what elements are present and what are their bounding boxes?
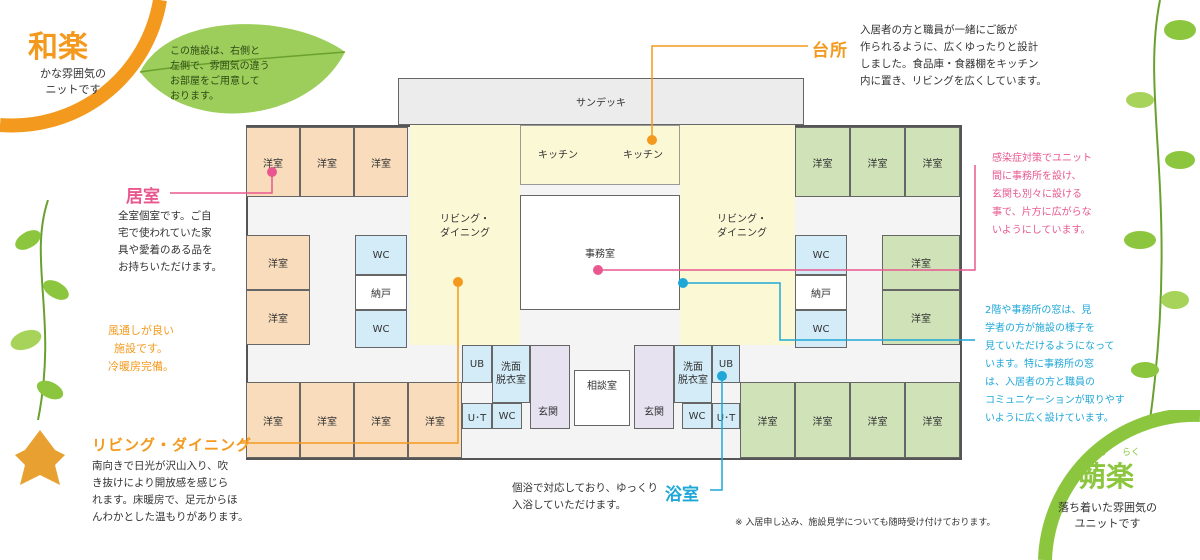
corridor-right <box>634 345 674 429</box>
living-left-bg <box>410 125 520 345</box>
storage: 納戸 <box>355 275 407 310</box>
sundeck: サンデッキ <box>398 78 804 125</box>
western-room: 洋室 <box>905 127 960 197</box>
western-room: 洋室 <box>246 127 300 197</box>
western-room: 洋室 <box>300 382 354 458</box>
washroom: 洗面 脱衣室 <box>492 345 530 403</box>
western-room: 洋室 <box>246 290 310 345</box>
western-room: 洋室 <box>795 127 850 197</box>
wc: WC <box>355 310 407 348</box>
entrance-right: 玄関 <box>644 406 664 418</box>
corridor-left <box>530 345 570 429</box>
reiraku-title: 蒴楽 <box>1078 460 1135 493</box>
bath-callout-text: 個浴で対応しており、ゆっくり 入浴していただけます。 <box>512 482 658 511</box>
western-room: 洋室 <box>905 382 960 458</box>
ub: UB <box>462 345 492 383</box>
western-room: 洋室 <box>850 382 905 458</box>
western-room: 洋室 <box>354 382 408 458</box>
western-room: 洋室 <box>795 382 850 458</box>
kitchen-callout-title: 台所 <box>812 41 848 61</box>
western-room: 洋室 <box>882 235 960 290</box>
reiraku-arc <box>1038 410 1200 560</box>
ut: U･T <box>462 403 492 429</box>
office: 事務室 <box>520 195 680 310</box>
living-left-label: リビング・ ダイニング <box>440 214 490 239</box>
consult-room: 相談室 <box>574 370 630 426</box>
autumn-leaf-icon <box>15 430 65 485</box>
wc: WC <box>795 310 847 348</box>
storage: 納戸 <box>795 275 847 310</box>
kitchen-right: キッチン <box>623 149 663 161</box>
wc: WC <box>795 235 847 275</box>
western-room: 洋室 <box>300 127 354 197</box>
western-room: 洋室 <box>246 382 300 458</box>
office-label: 事務室 <box>585 249 615 260</box>
living-right-label: リビング・ ダイニング <box>717 214 767 239</box>
footnote: ※ 入居申し込み、施設見学についても随時受け付けております。 <box>735 518 996 528</box>
washroom: 洗面 脱衣室 <box>674 345 712 403</box>
kitchen-callout-text: 入居者の方と職員が一緒にご飯が 作られるように、広くゆったりと設計 しました。食… <box>860 24 1047 87</box>
leaf-note-icon <box>139 24 346 114</box>
reiraku-ruby-2: らく <box>1122 448 1141 458</box>
ventilation-note: 風通しが良い 施設です。 冷暖房完備。 <box>108 324 174 373</box>
living-callout-text: 南向きで日光が沢山入り、吹 き抜けにより開放感を感じら れます。床暖房で、足元か… <box>92 460 249 523</box>
western-room: 洋室 <box>850 127 905 197</box>
ut: U･T <box>712 403 740 429</box>
reiraku-ruby-1: まん <box>1088 448 1107 458</box>
entrance-left: 玄関 <box>538 406 558 418</box>
vine-left-icon <box>10 200 69 420</box>
western-room: 洋室 <box>740 382 795 458</box>
western-room: 洋室 <box>246 235 310 290</box>
reiraku-subtitle: 落ち着いた雰囲気の ユニットです <box>1058 501 1157 530</box>
living-right-bg <box>680 125 795 345</box>
living-callout-title: リビング・ダイニング <box>92 436 253 454</box>
waraku-arc <box>0 0 167 133</box>
infection-callout-text: 感染症対策でユニット 間に事務所を設け、 玄関も別々に設ける 事で、片方に広がら… <box>992 153 1092 236</box>
leaf-note: この施設は、右側と 左側で、雰囲気の違う お部屋をご用意して おります。 <box>170 46 270 102</box>
kitchen-zone <box>520 125 680 185</box>
western-room: 洋室 <box>354 127 408 197</box>
bath-callout-title: 浴室 <box>665 485 699 505</box>
wc: WC <box>355 235 407 275</box>
room-callout-title: 居室 <box>126 187 160 207</box>
wc: WC <box>682 403 712 429</box>
room-callout-text: 全室個室です。ご自 宅で使われていた家 具や愛着のある品を お持ちいただけます。 <box>118 210 222 273</box>
kitchen-left: キッチン <box>538 149 578 161</box>
western-room: 洋室 <box>408 382 462 458</box>
office-callout-text: 2階や事務所の窓は、見 学者の方が施設の様子を 見ていただけるようになって いま… <box>985 305 1125 424</box>
western-room: 洋室 <box>882 290 960 345</box>
waraku-subtitle: かな雰囲気の ニットです <box>40 67 106 96</box>
vine-right-icon <box>1124 0 1196 420</box>
waraku-title: 和楽 <box>28 30 88 65</box>
wc: WC <box>492 403 522 429</box>
